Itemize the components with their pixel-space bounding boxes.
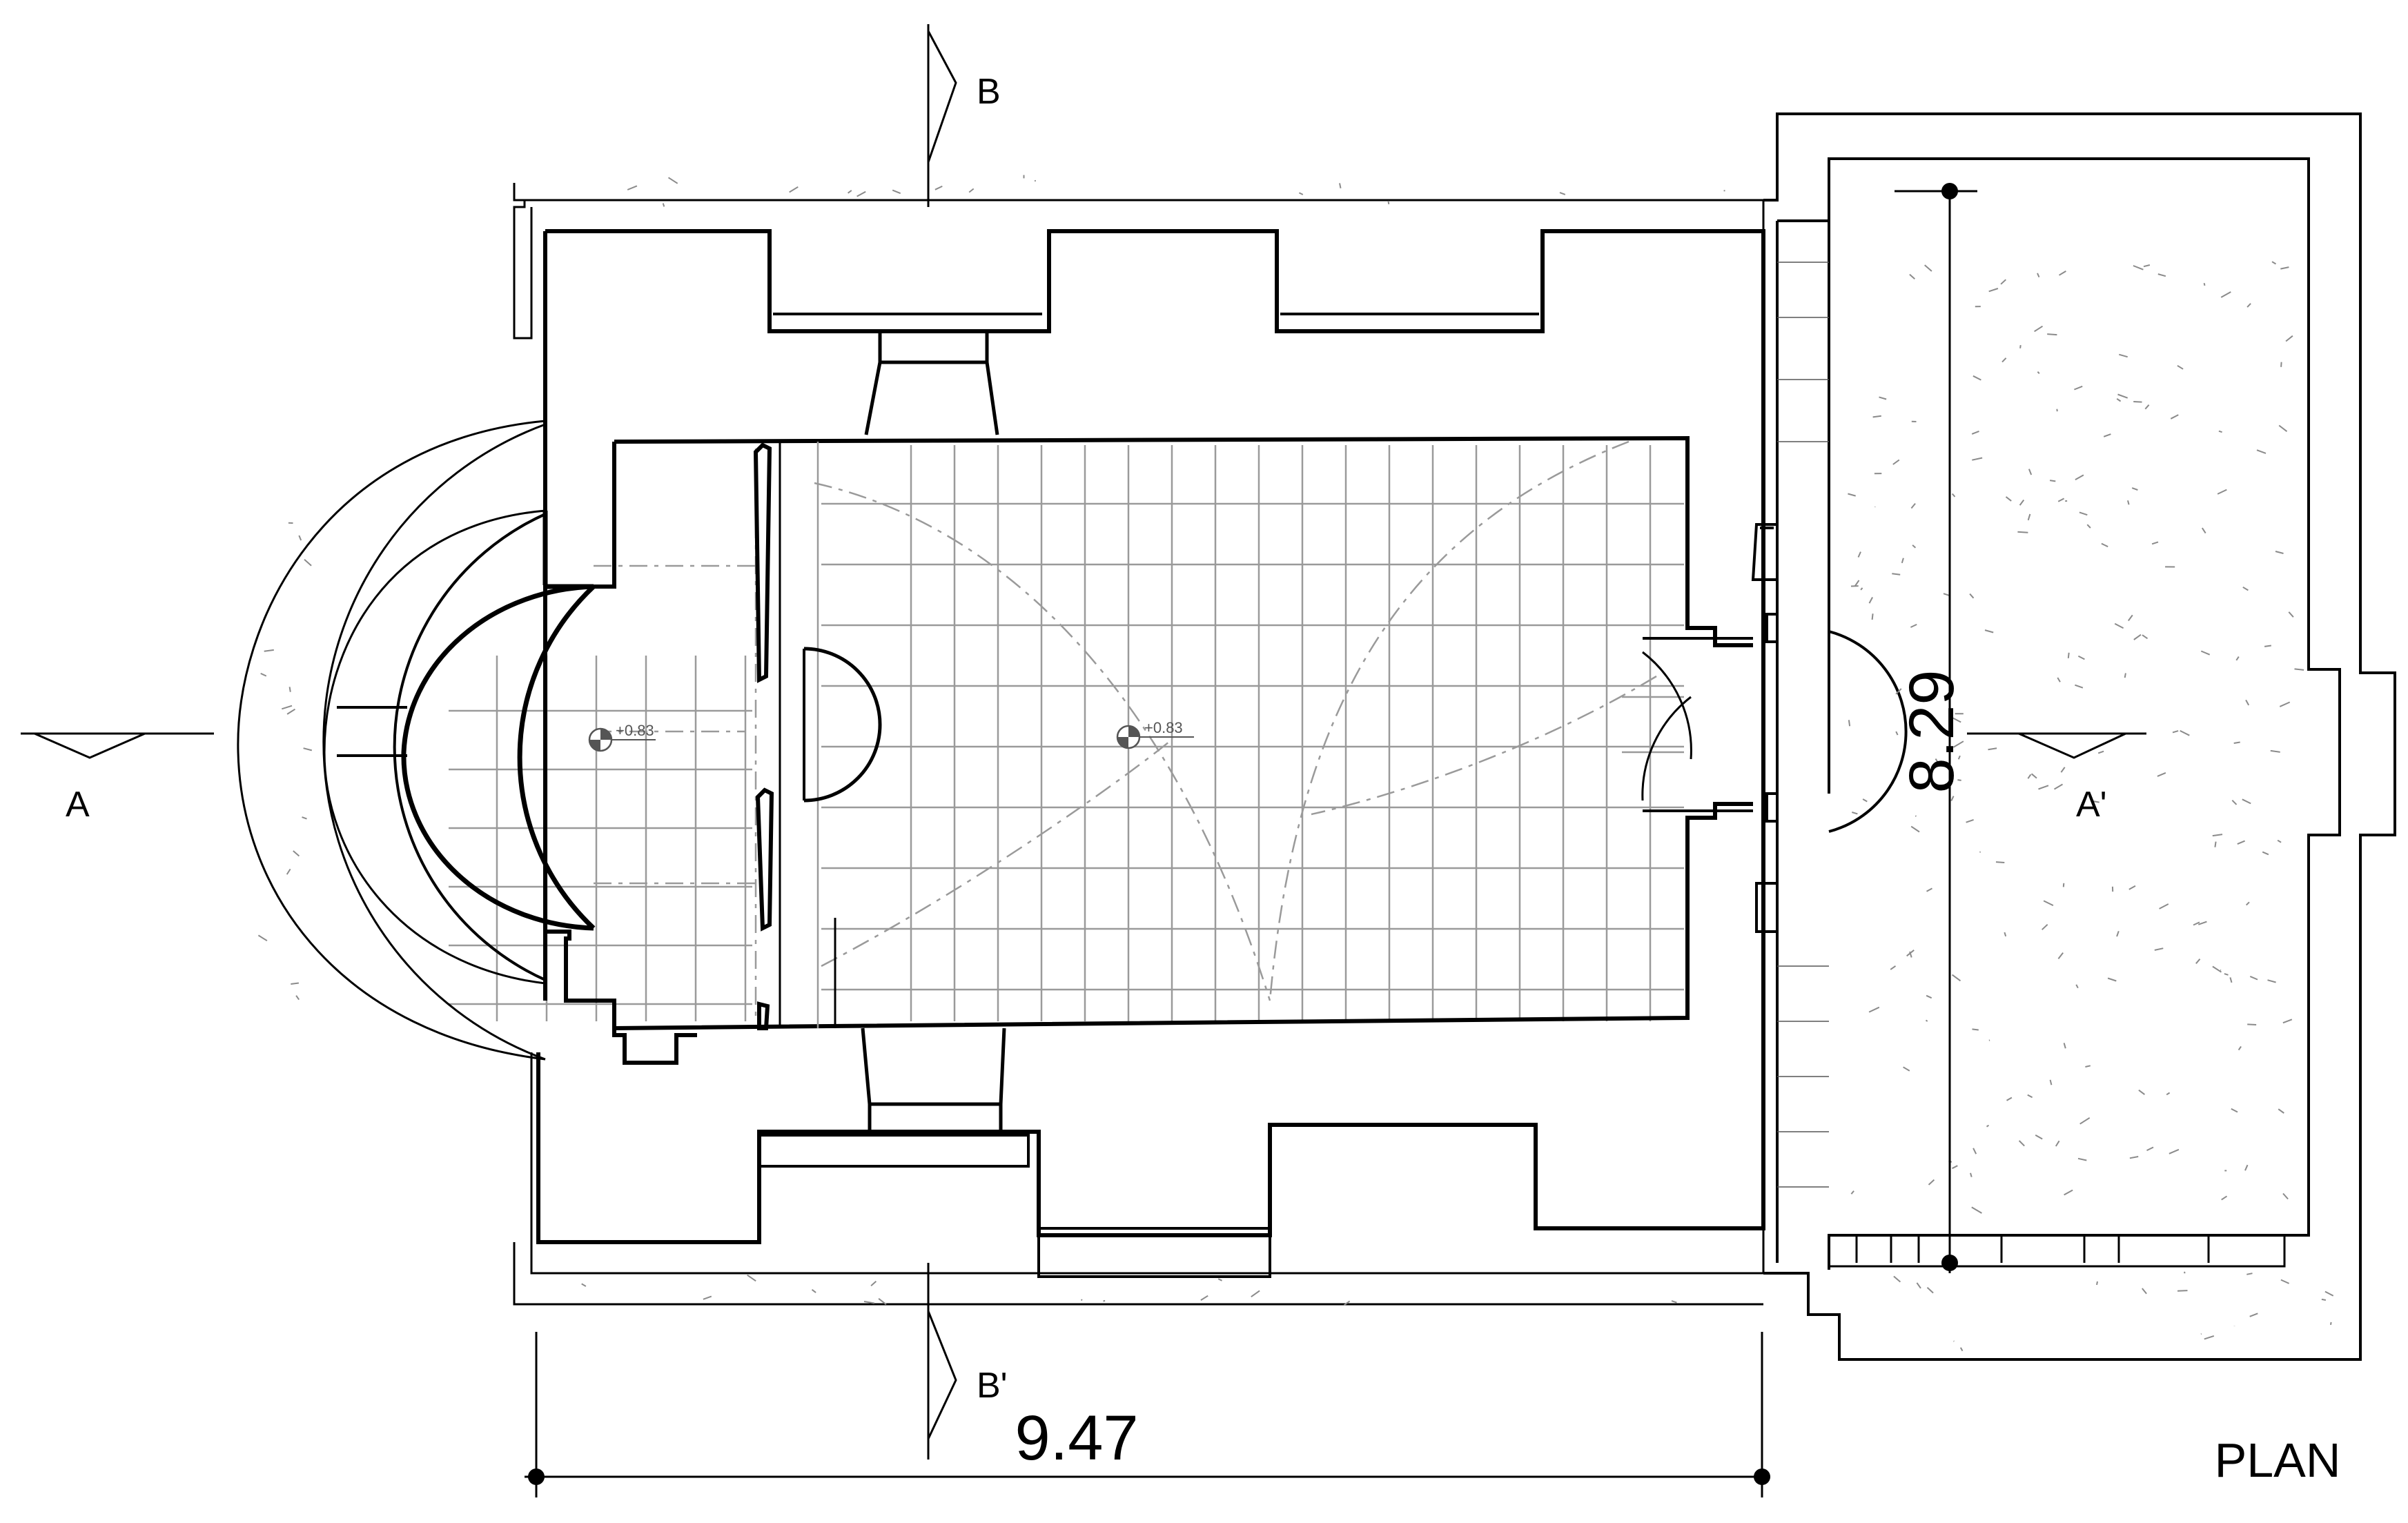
dimension-label-vertical: 8.29 <box>1897 669 1967 793</box>
section-marker-b <box>927 24 957 1460</box>
dimension-label-horizontal: 9.47 <box>1015 1403 1138 1473</box>
dimension-horizontal <box>525 1332 1770 1497</box>
section-label-b-prime: B' <box>977 1366 1008 1406</box>
floor-tile-grid <box>449 445 1684 1021</box>
level-label-apse: +0.83 <box>616 722 654 739</box>
apse <box>237 420 596 1061</box>
level-label-nave: +0.83 <box>1144 719 1183 736</box>
church-walls <box>513 183 1765 1306</box>
dimension-vertical <box>1895 186 1977 1273</box>
dimension-endpoint <box>1941 1255 1958 1271</box>
dimension-endpoint <box>1754 1468 1770 1485</box>
level-mark-apse: +0.83 <box>588 722 656 752</box>
narthex <box>1751 112 2396 1361</box>
drawing-title: PLAN <box>2215 1433 2341 1487</box>
level-mark-nave: +0.83 <box>1116 719 1194 749</box>
section-label-b: B <box>977 72 1001 112</box>
section-label-a: A <box>66 785 90 825</box>
stone-texture <box>257 175 2334 1352</box>
dimension-endpoint <box>1941 183 1958 199</box>
vault-projection-arcs <box>594 440 1657 1021</box>
nave-interior-walls <box>543 435 1753 1065</box>
section-label-a-prime: A' <box>2076 785 2107 825</box>
dimension-endpoint <box>528 1468 545 1485</box>
section-marker-a <box>21 732 2146 759</box>
